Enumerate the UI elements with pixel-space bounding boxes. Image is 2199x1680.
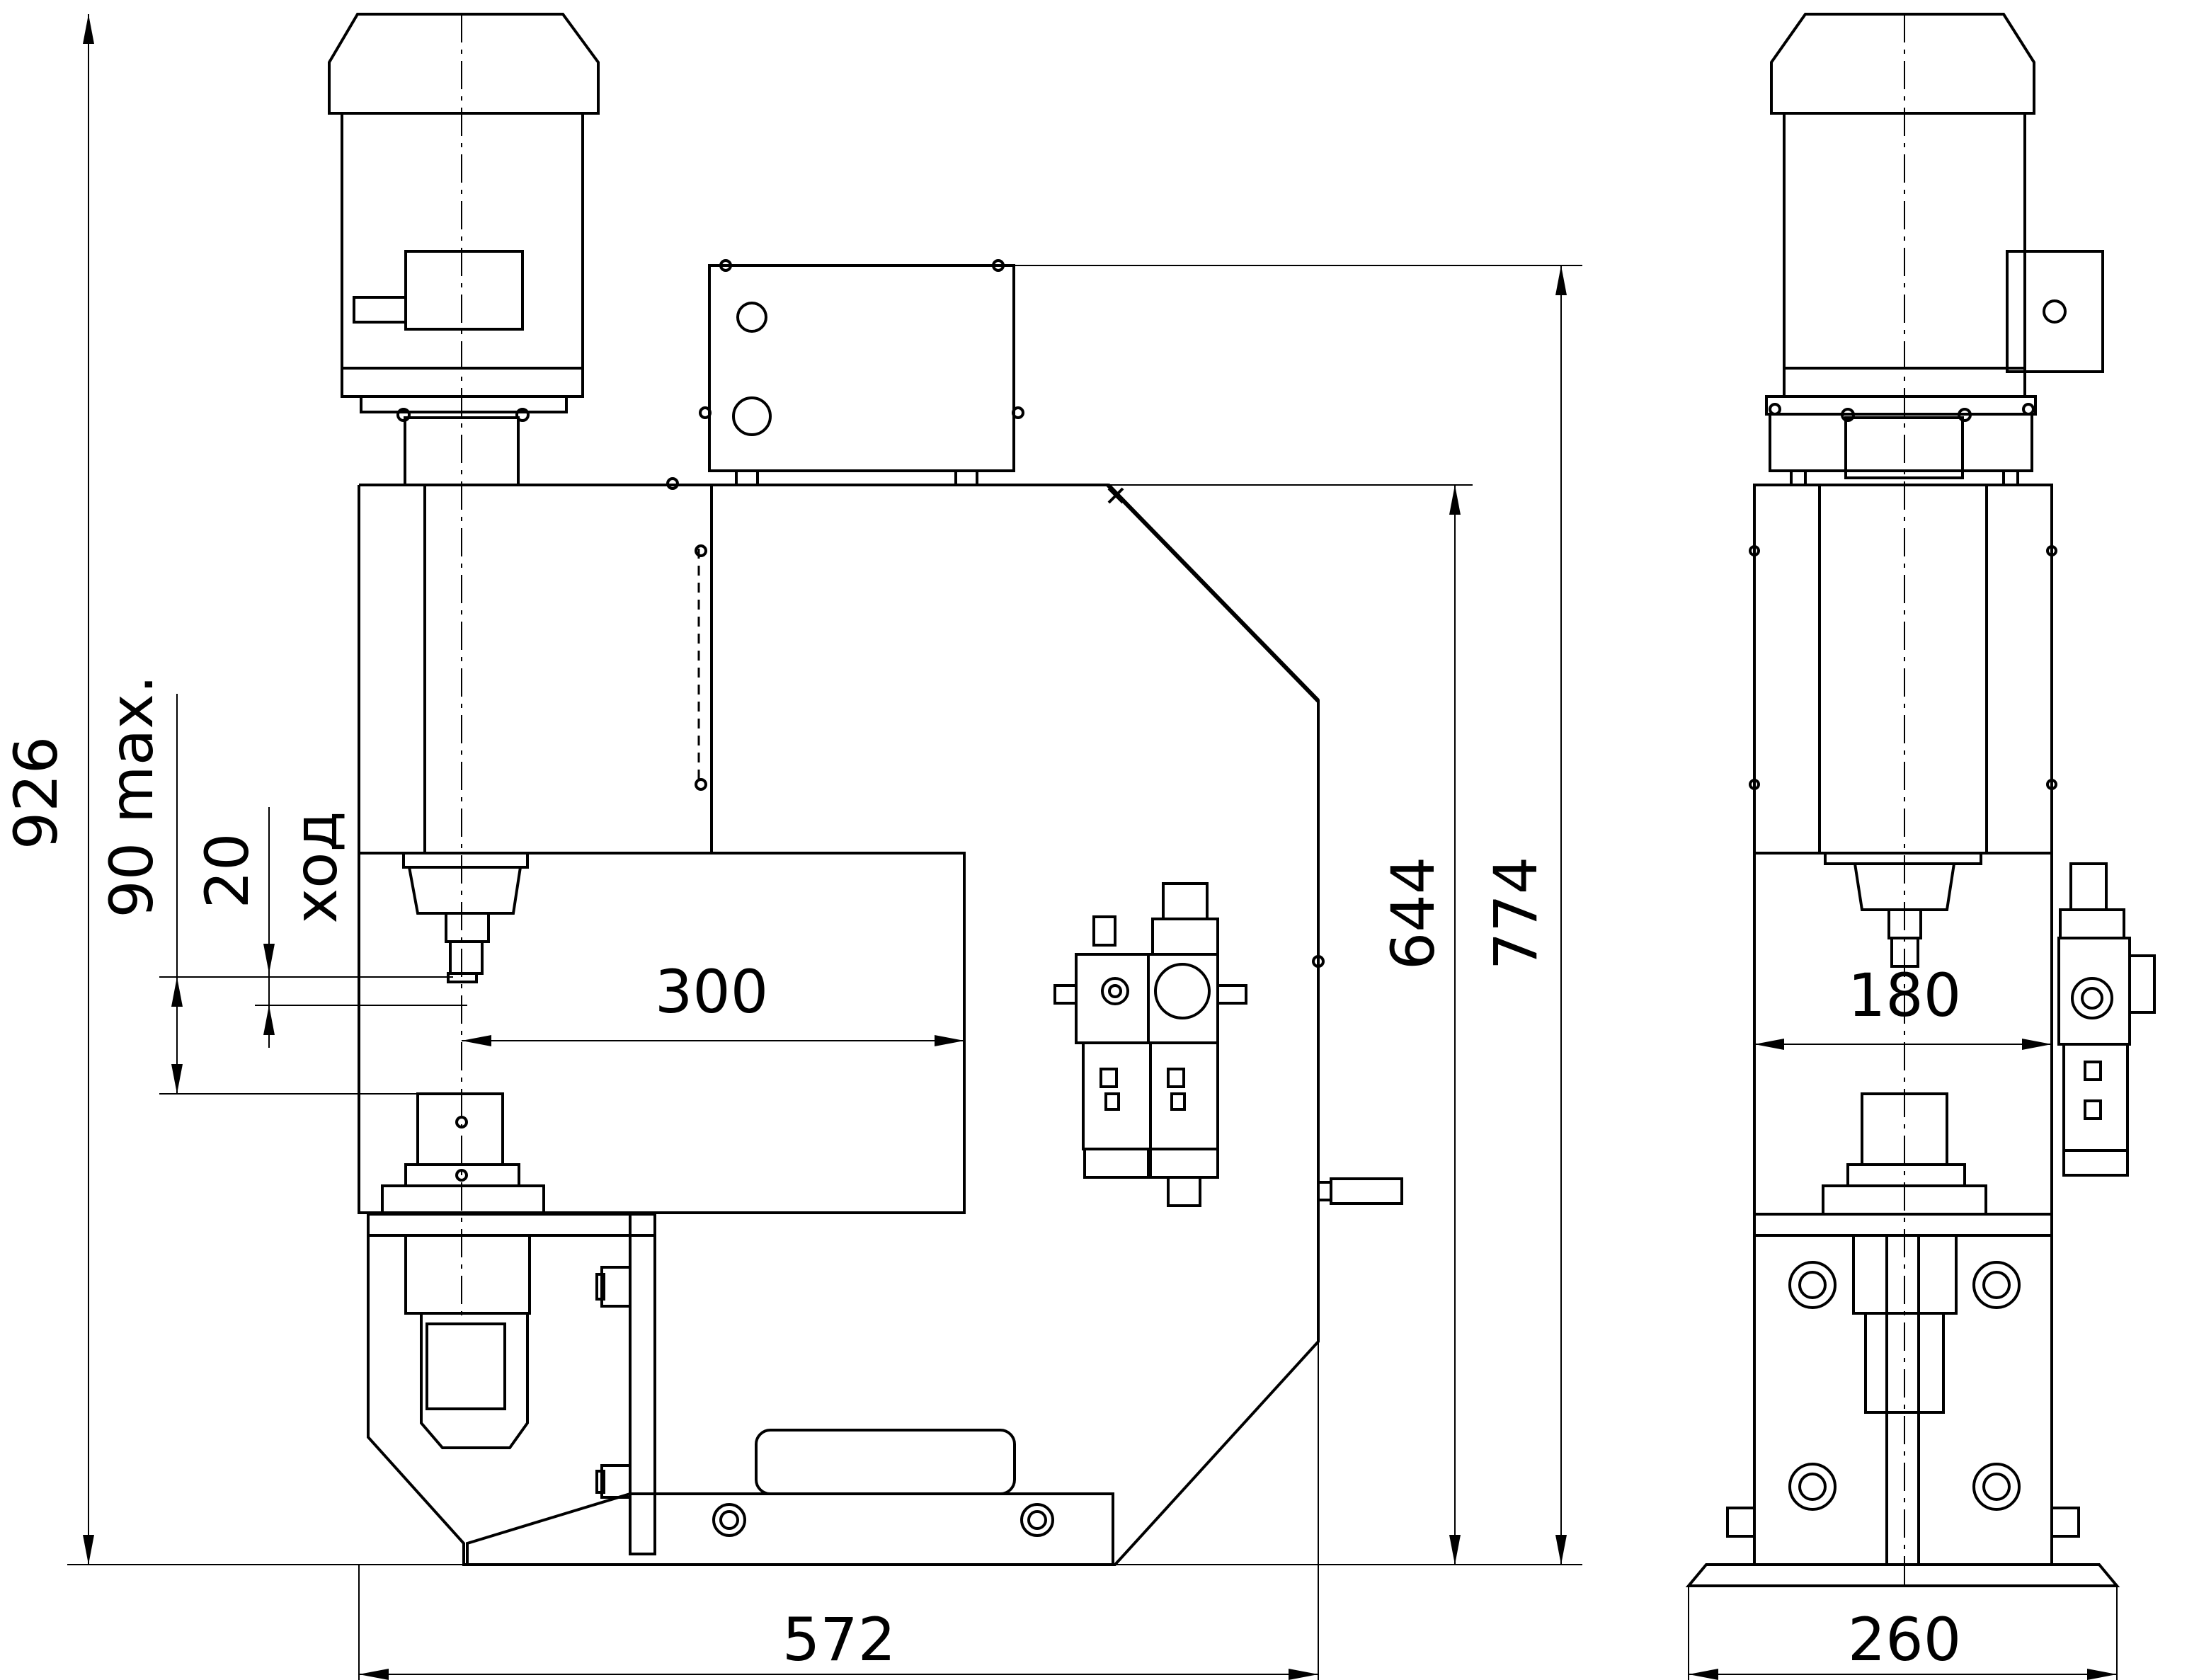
- dim-90-max: 90 max.: [97, 675, 166, 918]
- dimension-lines-side: [1688, 1039, 2118, 1680]
- dim-260: 260: [1848, 1605, 1961, 1674]
- motor: [328, 13, 600, 486]
- control-box: [666, 259, 1024, 490]
- air-filter-regulator: [1053, 882, 1403, 1207]
- dim-774: 774: [1481, 857, 1550, 970]
- side-view: 180 260: [1685, 13, 2156, 1680]
- upper-tool: [402, 852, 529, 983]
- dim-644: 644: [1378, 857, 1448, 970]
- front-view: 926 90 max. 20 ход 300 572 644 774: [1, 13, 1582, 1680]
- dim-572: 572: [782, 1605, 896, 1674]
- lower-tool: [367, 1092, 656, 1555]
- dim-stroke-label: ход: [281, 811, 350, 923]
- side-motor: [1765, 13, 2104, 486]
- dim-20: 20: [193, 833, 262, 909]
- dim-180: 180: [1848, 961, 1961, 1030]
- side-air-unit: [2057, 862, 2156, 1177]
- dim-926: 926: [1, 736, 71, 850]
- base-plate: [466, 1429, 1114, 1566]
- side-column: [1749, 484, 2057, 1565]
- dimension-lines-front: [67, 14, 1582, 1680]
- dim-300: 300: [655, 957, 768, 1027]
